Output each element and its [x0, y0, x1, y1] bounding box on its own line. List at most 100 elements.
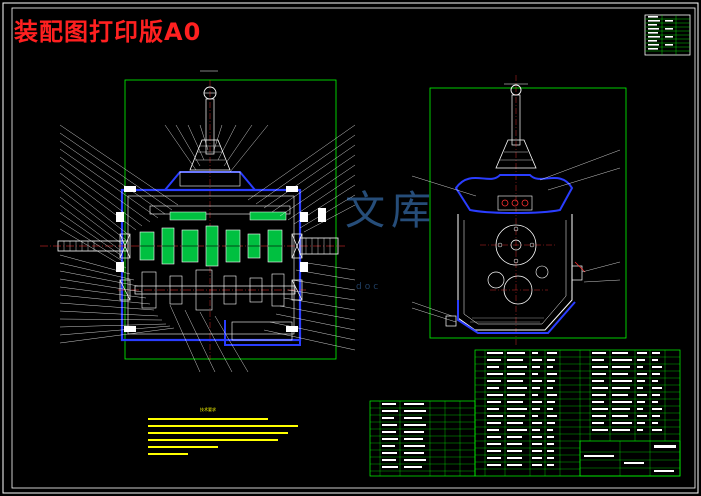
- right-leader-lines: [247, 124, 356, 351]
- table-cell-text: [637, 408, 643, 410]
- side-top-flange: [454, 174, 574, 214]
- table-cell-text: [612, 373, 628, 375]
- table-cell-text: [637, 359, 645, 361]
- output-shaft: [299, 237, 339, 255]
- side-view-boundary: [429, 87, 627, 339]
- table-cell-text: [532, 464, 542, 466]
- table-cell-text: [507, 457, 522, 459]
- table-cell-text: [652, 380, 658, 382]
- table-cell-text: [547, 450, 554, 452]
- table-cell-text: [507, 401, 523, 403]
- parts-list-main: [474, 349, 681, 477]
- table-cell-text: [637, 429, 643, 431]
- table-cell-text: [547, 373, 557, 375]
- table-cell-text: [507, 408, 527, 410]
- table-cell-text: [507, 436, 522, 438]
- table-cell-text: [507, 443, 522, 445]
- table-cell-text: [547, 408, 553, 410]
- table-cell-text: [487, 387, 499, 389]
- table-cell-text: [637, 366, 643, 368]
- table-cell-text: [532, 352, 538, 354]
- table-cell-text: [532, 415, 538, 417]
- table-cell-text: [532, 450, 542, 452]
- table-cell-text: [652, 359, 658, 361]
- table-cell-text: [637, 422, 645, 424]
- table-cell-text: [487, 429, 499, 431]
- lever-boot: [189, 139, 231, 171]
- table-cell-text: [637, 401, 645, 403]
- table-cell-text: [532, 359, 542, 361]
- table-cell-text: [547, 394, 557, 396]
- table-cell-text: [487, 366, 499, 368]
- table-cell-text: [507, 422, 523, 424]
- table-cell-text: [487, 457, 501, 459]
- reverse-idler-gear: [487, 271, 505, 289]
- table-cell-text: [532, 443, 542, 445]
- table-cell-text: [547, 443, 554, 445]
- table-cell-text: [652, 415, 660, 417]
- table-cell-text: [592, 401, 604, 403]
- table-cell-text: [547, 387, 553, 389]
- table-cell-text: [487, 415, 503, 417]
- table-cell-text: [612, 422, 632, 424]
- title-block: [579, 440, 681, 477]
- table-cell-text: [652, 352, 660, 354]
- table-cell-text: [532, 394, 538, 396]
- table-cell-text: [532, 457, 542, 459]
- table-cell-text: [532, 436, 542, 438]
- technical-notes-block: [148, 418, 298, 455]
- table-cell-text: [487, 464, 501, 466]
- table-cell-text: [652, 422, 658, 424]
- table-cell-text: [547, 359, 555, 361]
- table-cell-text: [612, 359, 632, 361]
- watermark-logo: 文库: [345, 188, 437, 234]
- table-cell-text: [592, 422, 604, 424]
- table-cell-text: [592, 366, 608, 368]
- table-cell-text: [487, 352, 503, 354]
- table-cell-text: [547, 422, 555, 424]
- table-cell-text: [592, 429, 608, 431]
- table-cell-text: [612, 415, 628, 417]
- table-cell-text: [592, 415, 606, 417]
- table-cell-text: [507, 464, 522, 466]
- top-leader-lines: [164, 124, 269, 173]
- table-cell-text: [487, 373, 503, 375]
- table-cell-text: [547, 415, 557, 417]
- table-cell-text: [592, 352, 606, 354]
- table-cell-text: [487, 450, 501, 452]
- table-cell-text: [652, 366, 662, 368]
- front-section-view: [40, 70, 356, 373]
- table-cell-text: [507, 380, 523, 382]
- table-cell-text: [487, 436, 501, 438]
- table-cell-text: [547, 380, 555, 382]
- table-cell-text: [547, 401, 555, 403]
- table-cell-text: [487, 394, 503, 396]
- table-cell-text: [507, 429, 527, 431]
- table-cell-text: [652, 429, 662, 431]
- table-cell-text: [487, 380, 501, 382]
- revision-block: [644, 14, 691, 56]
- table-cell-text: [612, 429, 630, 431]
- drawing-title: 装配图打印版A0: [14, 18, 202, 46]
- shift-fork-rail: [149, 205, 291, 215]
- side-sump: [457, 300, 576, 334]
- side-lever-boot: [495, 139, 537, 169]
- table-cell-text: [507, 415, 525, 417]
- table-cell-text: [532, 429, 540, 431]
- table-cell-text: [612, 352, 628, 354]
- table-cell-text: [547, 436, 554, 438]
- table-cell-text: [487, 408, 499, 410]
- bottom-leader-lines: [169, 304, 249, 373]
- table-cell-text: [652, 373, 660, 375]
- bottom-sump: [224, 320, 301, 346]
- watermark-subtext: doc: [356, 282, 382, 292]
- table-cell-text: [507, 387, 527, 389]
- table-cell-text: [547, 464, 554, 466]
- table-cell-text: [532, 373, 538, 375]
- table-cell-text: [547, 457, 554, 459]
- table-cell-text: [547, 429, 553, 431]
- table-cell-text: [637, 415, 647, 417]
- table-cell-text: [612, 380, 632, 382]
- table-cell-text: [652, 401, 658, 403]
